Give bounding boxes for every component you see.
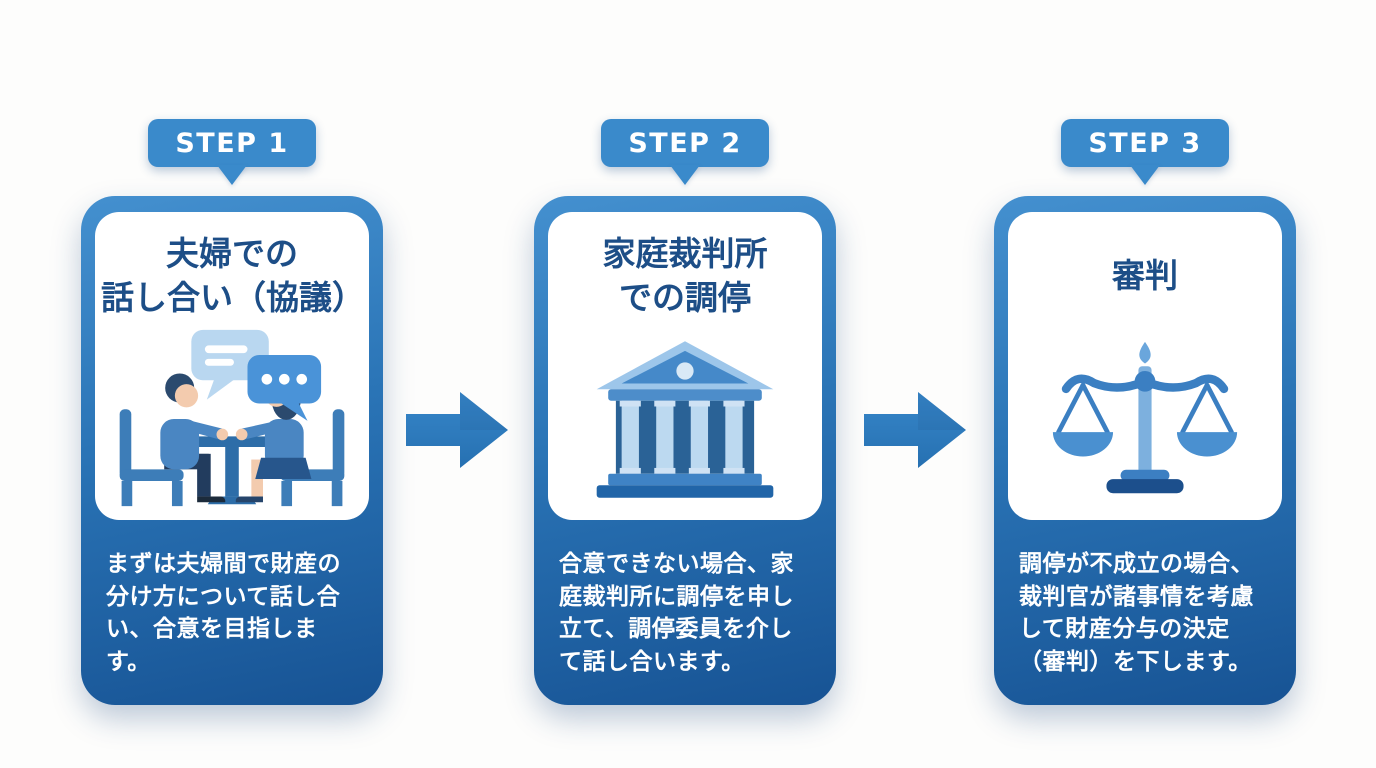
step-1-description: まずは夫婦間で財産の分け方について話し合い、合意を目指します。 [106,551,341,675]
step-2-description: 合意できない場合、家庭裁判所に調停を申し立て、調停委員を介して話し合います。 [559,551,794,675]
courthouse-icon [548,324,822,520]
couple-discussion-icon [95,324,369,520]
step-column-1: STEP 1 夫婦での 話し合い（協議） [81,119,383,705]
step-3-description: 調停が不成立の場合、裁判官が諸事情を考慮して財産分与の決定（審判）を下します。 [1019,551,1254,675]
step-1-card: 夫婦での 話し合い（協議） [81,196,383,705]
step-column-2: STEP 2 家庭裁判所 での調停 [534,119,836,705]
step-2-card: 家庭裁判所 での調停 [534,196,836,705]
step-3-badge: STEP 3 [1061,119,1229,167]
badge-pointer-icon [217,165,247,185]
step-3-panel: 審判 [1008,212,1282,520]
badge-pointer-icon [1130,165,1160,185]
badge-pointer-icon [670,165,700,185]
step-3-title: 審判 [1112,256,1178,296]
step-2-badge: STEP 2 [601,119,769,167]
step-3-card: 審判 [994,196,1296,705]
step-2-title: 家庭裁判所 での調停 [602,234,768,317]
step-column-3: STEP 3 審判 [994,119,1296,705]
arrow-right-icon [406,392,508,468]
step-1-title: 夫婦での 話し合い（協議） [101,234,365,317]
step-1-panel: 夫婦での 話し合い（協議） [95,212,369,520]
step-1-badge: STEP 1 [148,119,316,167]
step-2-panel: 家庭裁判所 での調停 [548,212,822,520]
scales-of-justice-icon [1008,324,1282,520]
arrow-right-icon [864,392,966,468]
